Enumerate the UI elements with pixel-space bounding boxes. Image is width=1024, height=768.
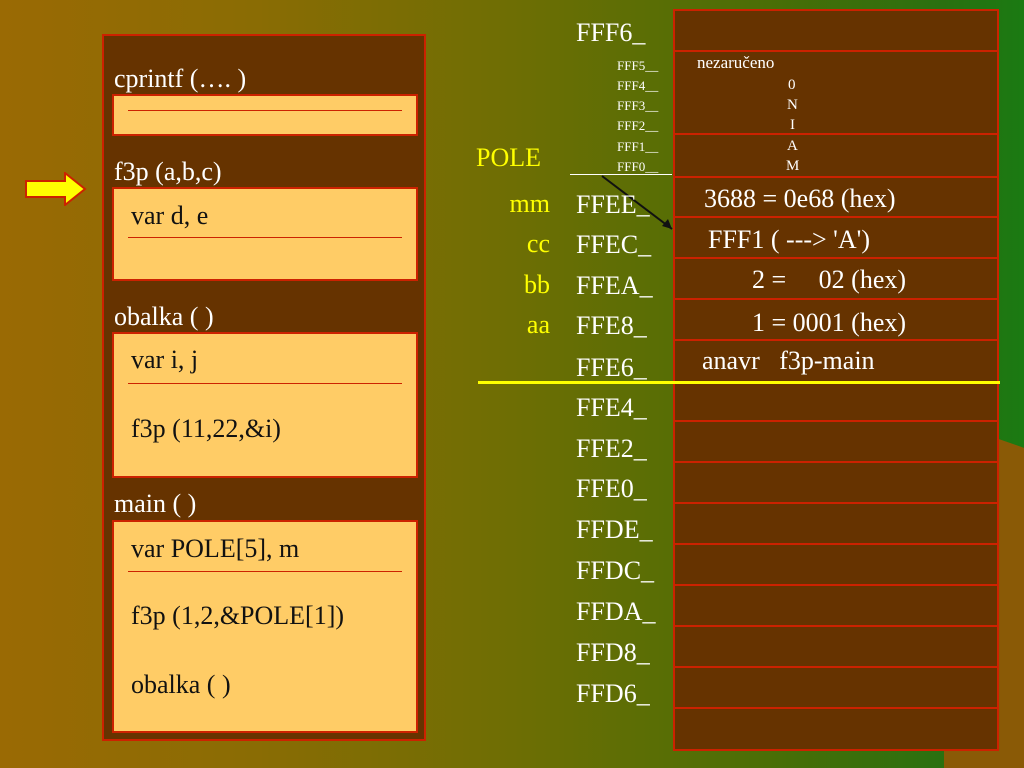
memory-row-divider xyxy=(673,298,999,300)
frame-f3p-line-1: var d, e xyxy=(131,201,209,230)
memory-row-divider xyxy=(673,461,999,463)
address: FFE2_ xyxy=(576,434,647,463)
address-small: FFF4__ xyxy=(617,78,659,93)
var-label: aa xyxy=(526,310,550,339)
frame-box-f3p xyxy=(112,187,418,281)
frame-box-main xyxy=(112,520,418,733)
memory-row-divider xyxy=(673,584,999,586)
memory-value-small: nezaručeno xyxy=(697,53,775,72)
memory-value: FFF1 ( ---> 'A') xyxy=(708,225,870,254)
pole-pointer-line xyxy=(570,174,672,175)
memory-row-divider xyxy=(673,50,999,52)
frame-obalka-line-1: var i, j xyxy=(131,345,199,374)
address: FFE4_ xyxy=(576,393,647,422)
memory-row-divider xyxy=(673,666,999,668)
frame-box-obalka xyxy=(112,332,418,478)
frame-label-cprintf: cprintf (…. ) xyxy=(114,64,247,93)
memory-row-divider xyxy=(673,133,999,135)
frame-divider xyxy=(128,110,402,111)
memory-row-divider xyxy=(673,339,999,341)
frame-label-obalka: obalka ( ) xyxy=(114,302,214,331)
address: FFE6_ xyxy=(576,353,647,382)
frame-divider xyxy=(128,571,402,572)
address-small: FFF0__ xyxy=(617,159,659,174)
memory-row-divider xyxy=(673,707,999,709)
frame-main-line-2: f3p (1,2,&POLE[1]) xyxy=(131,601,345,630)
frame-box-cprintf xyxy=(112,94,418,136)
address-top: FFF6_ xyxy=(576,18,646,47)
address: FFE0_ xyxy=(576,474,647,503)
frame-label-main: main ( ) xyxy=(114,489,197,518)
var-label: mm xyxy=(509,189,550,218)
frame-divider xyxy=(128,383,402,384)
memory-value-small: N xyxy=(787,97,798,113)
address-small: FFF1__ xyxy=(617,139,659,154)
memory-value: 1 = 0001 (hex) xyxy=(752,308,907,337)
memory-value-small: 0 xyxy=(788,77,796,93)
address-small: FFF3__ xyxy=(617,98,659,113)
memory-value-small: M xyxy=(786,158,800,174)
frame-obalka-line-2: f3p (11,22,&i) xyxy=(131,414,281,443)
memory-row-divider xyxy=(673,216,999,218)
memory-value: 2 = 02 (hex) xyxy=(752,265,907,294)
address: FFEC_ xyxy=(576,230,652,259)
frame-main-line-1: var POLE[5], m xyxy=(131,534,300,563)
stack-boundary-line xyxy=(478,381,1000,384)
address: FFD6_ xyxy=(576,679,650,708)
frame-main-line-3: obalka ( ) xyxy=(131,670,231,699)
memory-value: 3688 = 0e68 (hex) xyxy=(704,184,896,213)
address: FFDE_ xyxy=(576,515,653,544)
pole-pointer-arrow xyxy=(601,175,673,230)
var-label: cc xyxy=(526,229,550,258)
address: FFDA_ xyxy=(576,597,656,626)
address: FFDC_ xyxy=(576,556,655,585)
address-small: FFF2__ xyxy=(617,118,659,133)
memory-column xyxy=(673,9,999,751)
var-label: bb xyxy=(524,270,550,299)
memory-value-small: A xyxy=(787,138,798,154)
frame-divider xyxy=(128,237,402,238)
frame-label-f3p: f3p (a,b,c) xyxy=(114,157,222,186)
address: FFEE_ xyxy=(576,190,650,219)
address-small: FFF5__ xyxy=(617,58,659,73)
memory-value: anavr f3p-main xyxy=(702,346,875,375)
address: FFEA_ xyxy=(576,271,653,300)
memory-row-divider xyxy=(673,420,999,422)
array-label-pole: POLE xyxy=(476,143,541,172)
memory-value-small: I xyxy=(790,117,795,133)
memory-row-divider xyxy=(673,543,999,545)
memory-row-divider xyxy=(673,502,999,504)
right-arrow-icon xyxy=(25,172,87,206)
memory-row-divider xyxy=(673,257,999,259)
address: FFD8_ xyxy=(576,638,650,667)
memory-row-divider xyxy=(673,176,999,178)
address: FFE8_ xyxy=(576,311,647,340)
memory-row-divider xyxy=(673,625,999,627)
